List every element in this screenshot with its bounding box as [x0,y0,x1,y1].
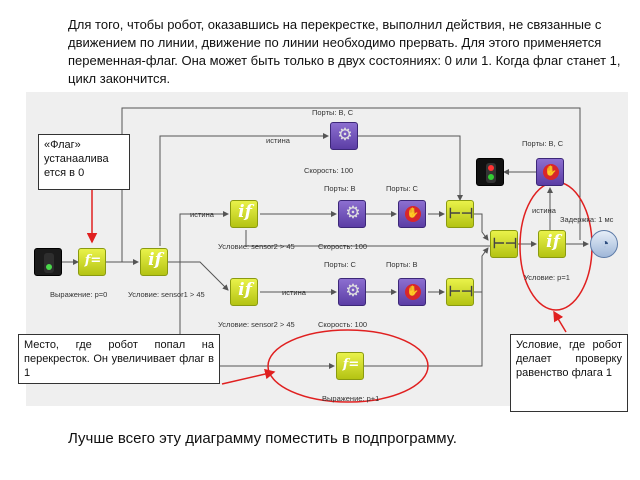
if-block-sensor2-upper[interactable]: if [230,200,258,228]
label-ports-b-mid: Порты: B [324,184,356,193]
arrow-place [221,368,276,385]
label-cond-p1: Условие: p=1 [524,273,570,282]
delay-block[interactable]: ◔ [590,230,618,258]
motor-block-top[interactable]: ⚙ [330,122,358,150]
label-ports-c-mid: Порты: C [386,184,418,193]
wire-top-out [358,135,463,201]
light-block[interactable] [476,158,504,186]
intro-paragraph: Для того, чтобы робот, оказавшись на пер… [68,17,621,86]
stop-block-right[interactable]: ✋ [536,158,564,186]
motor-block-lower[interactable]: ⚙ [338,278,366,306]
label-speed-top: Скорость: 100 [304,166,354,175]
traffic-light-icon [44,253,54,273]
join-block-upper[interactable]: ⊢⊣ [446,200,474,228]
hand-stop-icon: ✋ [405,206,421,222]
label-true-top: истина [266,136,290,145]
label-ports-bc-top: Порты: B, C [312,108,354,117]
wire-if1-lower [168,261,229,291]
join-block-lower[interactable]: ⊢⊣ [446,278,474,306]
label-ports-b-low: Порты: B [386,260,418,269]
if-block-sensor1[interactable]: if [140,248,168,276]
start-block[interactable] [34,248,62,276]
traffic-light-icon [486,163,496,183]
hand-stop-icon: ✋ [543,164,559,180]
timer-icon: ◔ [600,235,610,251]
if-block-sensor2-lower[interactable]: if [230,278,258,306]
label-ports-bc-right: Порты: B, C [522,139,564,148]
ellipse-expr [267,329,429,403]
callout-place: Место, где робот попал на перекресток. О… [18,334,220,384]
label-cond-sensor2-upper: Условие: sensor2 > 45 [218,242,295,251]
label-speed-mid: Скорость: 100 [318,242,368,251]
label-true-right: истина [532,206,556,215]
footer-note: Лучше всего эту диаграмму поместить в по… [68,430,457,447]
label-expr-p0: Выражение: p=0 [50,290,108,299]
wire-if1-upper [168,211,229,263]
if-block-p1[interactable]: if [538,230,566,258]
callout-flag-set: «Флаг» устанаалива ется в 0 [38,134,130,190]
wire-join-low-right [474,247,489,293]
label-delay: Задержка: 1 мс [560,215,614,224]
wire-join-up-right [474,213,489,241]
hand-stop-icon: ✋ [405,284,421,300]
label-expr-p1: Выражение: p+1 [322,394,380,403]
wire-upper-if-down [245,230,490,247]
var-block-p1[interactable]: f= [336,352,364,380]
gear-icon: ⚙ [345,203,361,222]
gear-icon: ⚙ [337,125,353,144]
callout-condition: Условие, где робот делает проверку равен… [510,334,628,412]
label-cond-sensor1: Условие: sensor1 > 45 [128,290,205,299]
motor-block-upper[interactable]: ⚙ [338,200,366,228]
label-ports-c-low: Порты: C [324,260,356,269]
label-true-lower: истина [282,288,306,297]
gear-icon: ⚙ [345,281,361,300]
stop-block-lower[interactable]: ✋ [398,278,426,306]
label-cond-sensor2-lower: Условие: sensor2 > 45 [218,320,295,329]
join-block-right[interactable]: ⊢⊣ [490,230,518,258]
arrow-condition [553,310,567,333]
var-block-p0[interactable]: f= [78,248,106,276]
label-true-upper: истина [190,210,214,219]
wire-expr-right [362,262,483,367]
wire-top-motor [159,133,329,246]
label-speed-low: Скорость: 100 [318,320,368,329]
stop-block-upper[interactable]: ✋ [398,200,426,228]
